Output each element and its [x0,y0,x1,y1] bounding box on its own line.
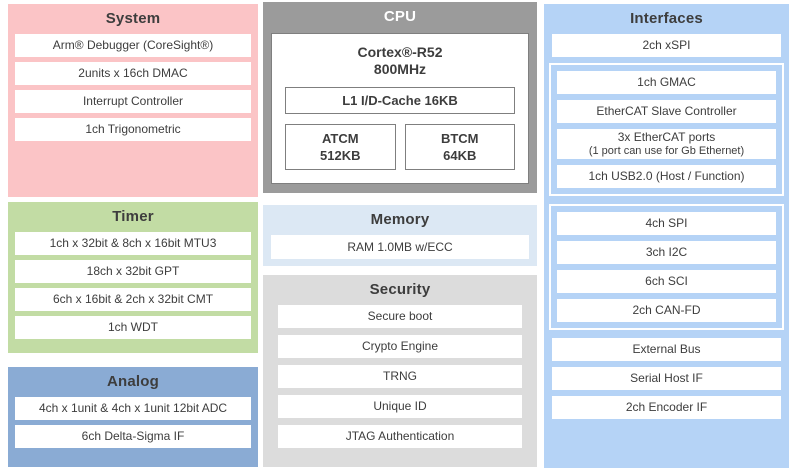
interfaces-item-spi: 4ch SPI [557,212,776,235]
system-item-interrupt-controller: Interrupt Controller [15,90,251,113]
cpu-block: CPU Cortex®-R52 800MHz L1 I/D-Cache 16KB… [263,2,537,193]
ethercat-ports-line2: (1 port can use for Gb Ethernet) [588,145,745,157]
analog-item-delta-sigma: 6ch Delta-Sigma IF [15,425,251,448]
system-block: System Arm® Debugger (CoreSight®) 2units… [8,4,258,197]
interfaces-title: Interfaces [630,10,703,27]
security-item-trng: TRNG [278,365,522,388]
security-title: Security [369,281,431,298]
analog-block: Analog 4ch x 1unit & 4ch x 1unit 12bit A… [8,367,258,467]
cpu-core-label: Cortex®-R52 800MHz [272,44,528,78]
memory-item-ram: RAM 1.0MB w/ECC [271,235,529,259]
system-title: System [105,10,161,27]
interfaces-block: Interfaces 2ch xSPI 1ch GMAC EtherCAT Sl… [544,4,789,468]
analog-title: Analog [106,373,160,390]
interfaces-item-usb: 1ch USB2.0 (Host / Function) [557,165,776,188]
system-item-dmac: 2units x 16ch DMAC [15,62,251,85]
btcm-name: BTCM [440,131,479,146]
cpu-btcm-box: BTCM 64KB [404,124,515,170]
system-item-trigonometric: 1ch Trigonometric [15,118,251,141]
security-block: Security Secure boot Crypto Engine TRNG … [263,275,537,467]
memory-block: Memory RAM 1.0MB w/ECC [263,205,537,266]
interfaces-item-i2c: 3ch I2C [557,241,776,264]
memory-title: Memory [370,211,430,228]
interfaces-item-can-fd: 2ch CAN-FD [557,299,776,322]
cpu-title: CPU [383,8,417,25]
interfaces-item-gmac: 1ch GMAC [557,71,776,94]
cpu-core-frequency: 800MHz [373,61,427,77]
timer-item-cmt: 6ch x 16bit & 2ch x 32bit CMT [15,288,251,311]
interfaces-item-encoder-if: 2ch Encoder IF [552,396,781,419]
interfaces-item-ethercat-ports: 3x EtherCAT ports (1 port can use for Gb… [557,129,776,159]
cpu-core-name: Cortex®-R52 [357,44,443,60]
atcm-name: ATCM [321,131,359,146]
timer-item-gpt: 18ch x 32bit GPT [15,260,251,283]
interfaces-item-ethercat-slave: EtherCAT Slave Controller [557,100,776,123]
cpu-l1-cache-box: L1 I/D-Cache 16KB [285,87,515,114]
timer-item-mtu3: 1ch x 32bit & 8ch x 16bit MTU3 [15,232,251,255]
timer-block: Timer 1ch x 32bit & 8ch x 16bit MTU3 18c… [8,202,258,353]
analog-item-adc: 4ch x 1unit & 4ch x 1unit 12bit ADC [15,397,251,420]
security-item-secure-boot: Secure boot [278,305,522,328]
atcm-size: 512KB [320,148,361,163]
interfaces-item-external-bus: External Bus [552,338,781,361]
timer-item-wdt: 1ch WDT [15,316,251,339]
system-item-arm-debugger: Arm® Debugger (CoreSight®) [15,34,251,57]
interfaces-bottom-group: External Bus Serial Host IF 2ch Encoder … [544,338,789,419]
interfaces-item-sci: 6ch SCI [557,270,776,293]
cpu-core-box: Cortex®-R52 800MHz L1 I/D-Cache 16KB ATC… [271,33,529,184]
btcm-size: 64KB [443,148,477,163]
ethercat-ports-line1: 3x EtherCAT ports [617,130,716,144]
security-item-crypto-engine: Crypto Engine [278,335,522,358]
interfaces-item-xspi: 2ch xSPI [552,34,781,57]
cpu-atcm-box: ATCM 512KB [285,124,396,170]
ethernet-group: 1ch GMAC EtherCAT Slave Controller 3x Et… [549,63,784,196]
timer-title: Timer [112,208,154,225]
serial-group: 4ch SPI 3ch I2C 6ch SCI 2ch CAN-FD [549,204,784,330]
security-item-jtag-authentication: JTAG Authentication [278,425,522,448]
security-item-unique-id: Unique ID [278,395,522,418]
cpu-tcm-row: ATCM 512KB BTCM 64KB [285,124,515,170]
interfaces-item-serial-host-if: Serial Host IF [552,367,781,390]
